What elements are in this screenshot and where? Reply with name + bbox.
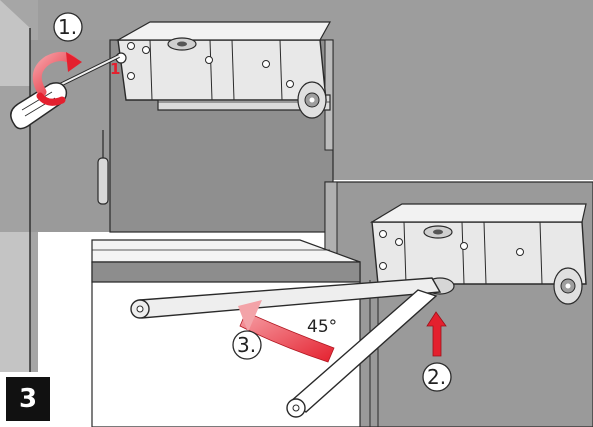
closer-arm-swung [286,289,438,418]
valve-marker: 1 [110,60,120,78]
rotate-arrow-icon [32,52,82,106]
svg-text:3.: 3. [237,333,256,357]
screwdriver-icon [10,54,120,130]
angle-label: 45° [307,317,337,337]
step-3-label: 3. [232,330,262,360]
svg-text:1.: 1. [58,15,77,39]
lower-door-closer [369,203,587,305]
step-2-label: 2. [422,362,452,392]
upper-door-closer [115,21,332,119]
panel-number-badge: 3 [6,377,50,421]
door-handle [97,130,109,205]
closer-arm [130,277,442,319]
svg-text:2.: 2. [427,365,446,389]
step-1-label: 1. [53,12,83,42]
swing-arrow-icon [238,300,335,363]
up-arrow-icon [426,311,447,357]
